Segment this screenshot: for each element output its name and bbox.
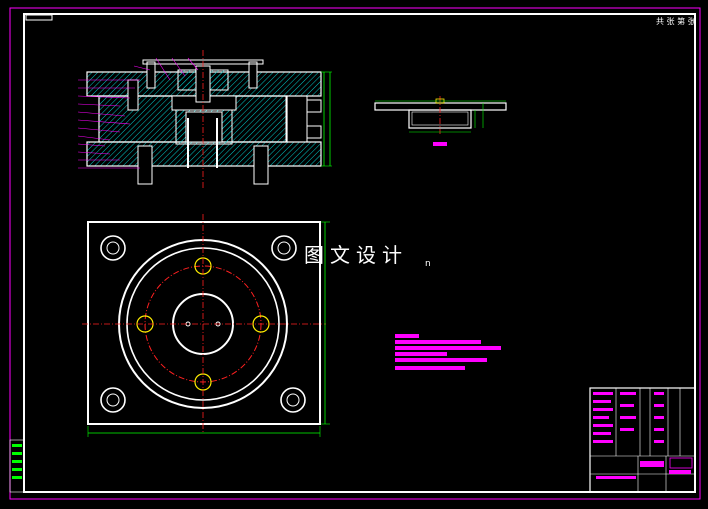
sheet-outer-border: [9, 7, 701, 500]
left-legend-strip: [9, 439, 25, 493]
title-block: [589, 387, 696, 493]
watermark-suffix: n: [425, 259, 431, 269]
top-left-tag: [25, 14, 53, 21]
sheet-inner-border: [23, 13, 696, 493]
watermark-text: 图文设计: [304, 243, 408, 267]
tech-requirements: [395, 334, 501, 370]
part-side-view: [374, 96, 507, 146]
plan-view: [82, 214, 330, 437]
section-view: [77, 50, 332, 190]
sheet-number-label: 共 张 第 张: [656, 17, 696, 26]
